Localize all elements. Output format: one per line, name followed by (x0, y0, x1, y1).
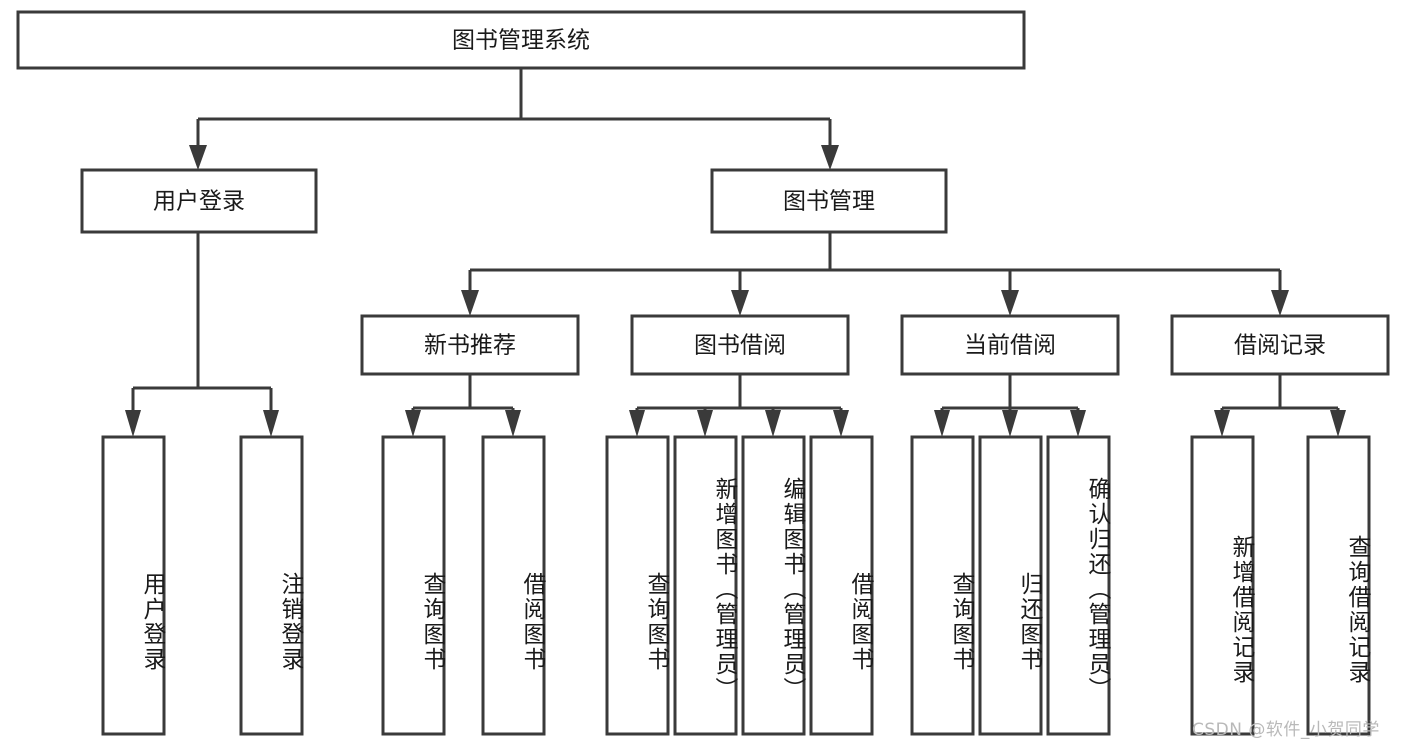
node-box-leaf-user-login[interactable] (101, 435, 166, 736)
node-box-new-book-rec[interactable] (360, 314, 580, 376)
node-box-leaf-cur-query-book[interactable] (910, 435, 975, 736)
arrow-head-leaf-rec-query-record (1330, 410, 1346, 437)
arrow-head-leaf-cur-confirm-return (1070, 410, 1086, 437)
node-box-leaf-borrow-borrow-book[interactable] (809, 435, 874, 736)
arrow-head-borrow-record (1271, 290, 1289, 316)
node-box-leaf-borrow-add-book[interactable] (673, 435, 738, 736)
arrow-head-leaf-rec-add-record (1214, 410, 1230, 437)
arrow-head-leaf-borrow-query-book (629, 410, 645, 437)
connector-book-manage-to-level3 (461, 232, 1289, 316)
arrow-head-leaf-borrow-borrow-book (833, 410, 849, 437)
arrow-head-leaf-rec-borrow-book (505, 410, 521, 437)
csdn-watermark: CSDN @软件_小贺同学 (1192, 720, 1380, 740)
node-label-book-manage: 图书管理 (783, 189, 875, 215)
connector-root-to-level2 (189, 68, 839, 170)
node-box-current-borrow[interactable] (900, 314, 1120, 376)
node-box-leaf-cur-confirm-return[interactable] (1046, 435, 1111, 736)
arrow-head-leaf-borrow-edit-book (765, 410, 781, 437)
node-box-book-borrow[interactable] (630, 314, 850, 376)
node-box-borrow-record[interactable] (1170, 314, 1390, 376)
node-box-book-manage[interactable] (710, 168, 948, 234)
connector-user-login-to-leaves (125, 232, 279, 437)
node-box-user-login[interactable] (80, 168, 318, 234)
arrow-head-leaf-rec-query-book (405, 410, 421, 437)
node-box-leaf-rec-borrow-book[interactable] (481, 435, 546, 736)
arrow-head-user-login (189, 145, 207, 170)
connector-borrow-record-to-leaves (1214, 374, 1346, 437)
node-box-leaf-rec-query-book[interactable] (381, 435, 446, 736)
arrow-head-leaf-cur-query-book (934, 410, 950, 437)
node-box-root[interactable] (16, 10, 1026, 70)
arrow-head-leaf-borrow-add-book (697, 410, 713, 437)
arrow-head-current-borrow (1001, 290, 1019, 316)
arrow-head-book-borrow (731, 290, 749, 316)
node-label-book-borrow: 图书借阅 (694, 333, 786, 359)
node-box-leaf-cur-return-book[interactable] (978, 435, 1043, 736)
node-label-user-login: 用户登录 (153, 189, 245, 215)
arrow-head-leaf-cur-return-book (1002, 410, 1018, 437)
arrow-head-leaf-user-logout (263, 410, 279, 437)
node-box-leaf-rec-query-record[interactable] (1306, 435, 1371, 736)
connector-current-borrow-to-leaves (934, 374, 1086, 437)
node-label-borrow-record: 借阅记录 (1234, 333, 1326, 359)
node-label-current-borrow: 当前借阅 (964, 333, 1056, 359)
node-box-leaf-user-logout[interactable] (239, 435, 304, 736)
connector-book-borrow-to-leaves (629, 374, 849, 437)
node-label-new-book-rec: 新书推荐 (424, 333, 516, 359)
node-box-leaf-rec-add-record[interactable] (1190, 435, 1255, 736)
node-box-leaf-borrow-edit-book[interactable] (741, 435, 806, 736)
connector-new-book-rec-to-leaves (405, 374, 521, 437)
arrow-head-book-manage (821, 145, 839, 170)
node-label-root: 图书管理系统 (452, 28, 590, 54)
arrow-head-new-book-rec (461, 290, 479, 316)
arrow-head-leaf-user-login (125, 410, 141, 437)
node-box-leaf-borrow-query-book[interactable] (605, 435, 670, 736)
